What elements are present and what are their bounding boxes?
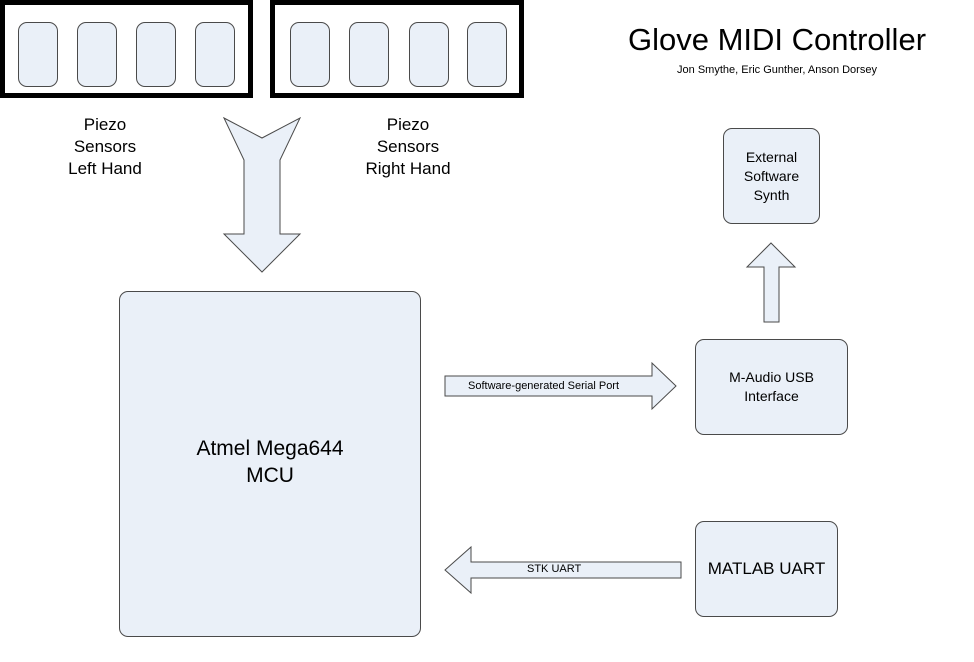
mcu-line-1: Atmel Mega644 [196, 437, 344, 460]
synth-block: External Software Synth [723, 128, 820, 224]
usb-interface-block: M-Audio USB Interface [695, 339, 848, 435]
mcu-line-2: MCU [246, 464, 294, 487]
usb-interface-text: M-Audio USB Interface [729, 368, 814, 406]
right-label-line-1: Piezo [386, 115, 430, 134]
diagram-title: Glove MIDI Controller [627, 22, 927, 57]
right-sensor-4 [467, 22, 507, 87]
synth-line-2: Software [743, 167, 800, 184]
stk-uart-label: STK UART [527, 563, 582, 575]
matlab-uart-label: MATLAB UART [707, 559, 826, 578]
usb-line-1: M-Audio USB [729, 369, 814, 385]
left-label-line-1: Piezo [83, 115, 127, 134]
mcu-text: Atmel Mega644 MCU [196, 435, 343, 489]
left-sensor-2 [77, 22, 117, 87]
synth-line-1: External [745, 148, 798, 165]
matlab-uart-block: MATLAB UART [695, 521, 838, 617]
mcu-block: Atmel Mega644 MCU [119, 291, 421, 637]
left-hand-sensor-group [0, 0, 253, 98]
serial-port-label: Software-generated Serial Port [468, 380, 620, 392]
synth-text: External Software Synth [744, 148, 799, 205]
right-sensor-3 [409, 22, 449, 87]
right-sensor-1 [290, 22, 330, 87]
right-sensor-2 [349, 22, 389, 87]
left-sensor-4 [195, 22, 235, 87]
usb-line-2: Interface [744, 388, 799, 404]
left-label-line-3: Left Hand [68, 159, 142, 178]
left-label-line-2: Sensors [73, 137, 137, 156]
right-label-line-2: Sensors [376, 137, 440, 156]
merge-down-arrow [222, 116, 302, 273]
up-arrow [745, 242, 797, 323]
serial-right-arrow [444, 361, 677, 411]
right-label-line-3: Right Hand [365, 159, 451, 178]
synth-line-3: Synth [753, 186, 790, 203]
left-sensor-3 [136, 22, 176, 87]
stk-left-arrow [444, 545, 682, 595]
left-hand-label: Piezo Sensors Left Hand [45, 114, 165, 180]
left-sensor-1 [18, 22, 58, 87]
right-hand-sensor-group [270, 0, 524, 98]
authors-line: Jon Smythe, Eric Gunther, Anson Dorsey [677, 64, 877, 76]
right-hand-label: Piezo Sensors Right Hand [348, 114, 468, 180]
